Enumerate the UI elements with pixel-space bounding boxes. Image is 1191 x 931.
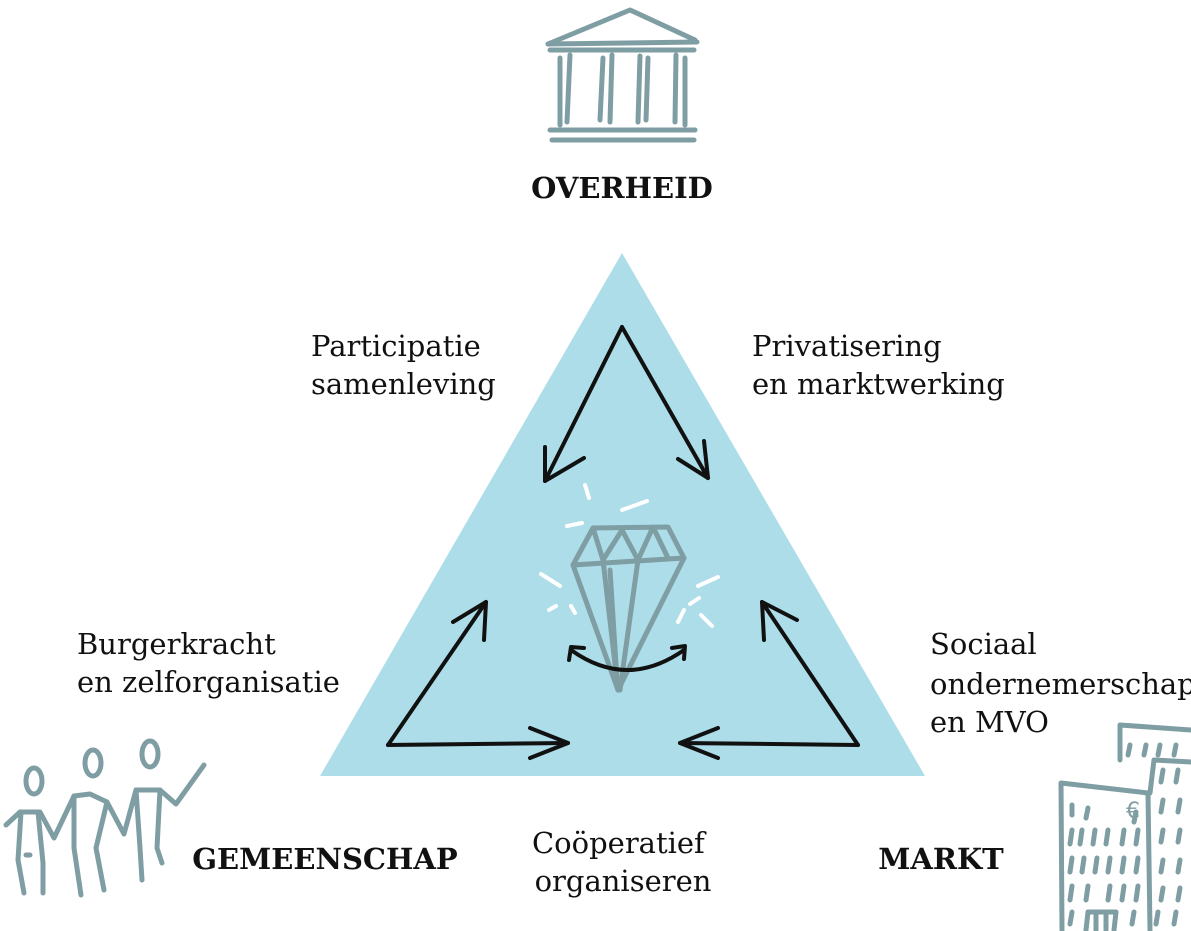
euro-icon: €: [1126, 799, 1140, 824]
arrow-top-left: [543, 325, 624, 483]
edge-label-top-left: Participatie samenleving: [311, 329, 496, 401]
triangle-background: [320, 253, 925, 776]
edge-label-bottom: Coöperatief organiseren: [532, 826, 714, 898]
edge-label-line: organiseren: [535, 864, 712, 898]
office-buildings-icon: [1058, 722, 1191, 931]
edge-label-line: Sociaal: [930, 627, 1037, 661]
edge-label-mid-right: Sociaal ondernemerschap en MVO: [930, 627, 1191, 739]
edge-label-mid-left: Burgerkracht en zelforganisatie: [77, 627, 340, 699]
arrow-left: [386, 600, 570, 760]
edge-label-top-right: Privatisering en marktwerking: [752, 329, 1005, 401]
diamond-icon: [539, 483, 720, 693]
edge-label-line: en zelforganisatie: [77, 665, 340, 699]
edge-label-line: Privatisering: [752, 329, 942, 363]
corner-label-right: MARKT: [878, 842, 1004, 876]
edge-label-line: Participatie: [311, 329, 481, 363]
arrow-right: [678, 600, 860, 760]
edge-label-line: en marktwerking: [752, 367, 1005, 401]
edge-label-line: en MVO: [930, 705, 1049, 739]
edge-label-line: Coöperatief: [532, 826, 707, 860]
edge-label-line: samenleving: [311, 367, 496, 401]
edge-label-line: ondernemerschap: [930, 667, 1191, 701]
people-group-icon: [3, 738, 207, 898]
arrow-top-right: [620, 325, 710, 480]
rotation-arrow: [569, 648, 686, 672]
edge-label-line: Burgerkracht: [77, 627, 276, 661]
corner-label-left: GEMEENSCHAP: [192, 842, 458, 876]
corner-label-top: OVERHEID: [531, 171, 713, 205]
government-building-icon: [545, 7, 700, 143]
